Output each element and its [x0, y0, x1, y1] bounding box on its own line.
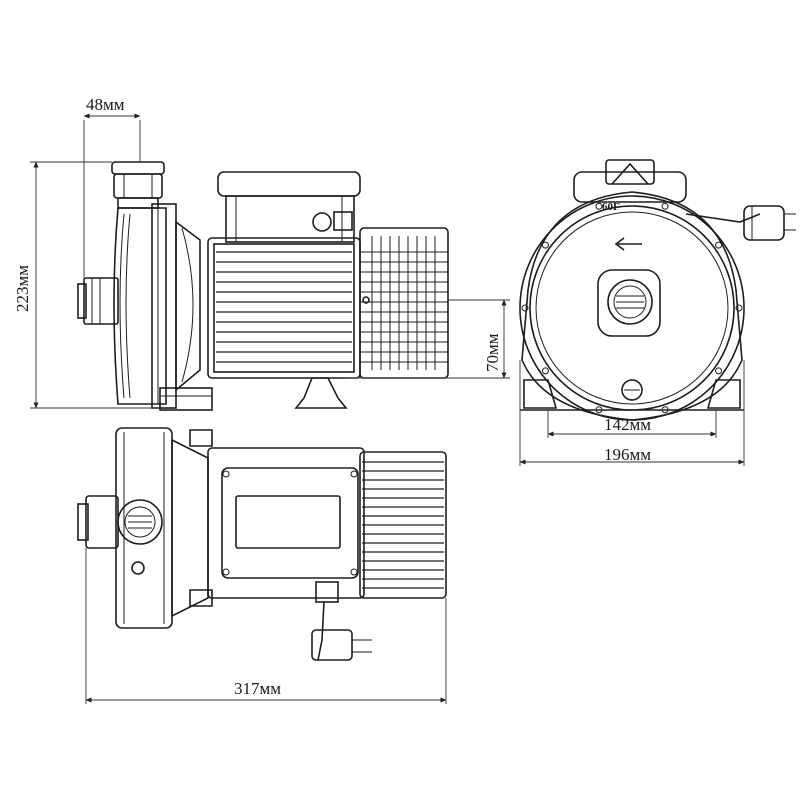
outlet-port	[111, 161, 165, 209]
front-view: 60Г	[519, 159, 796, 421]
front-bolts	[521, 202, 743, 414]
housing-bolt	[661, 202, 669, 210]
side-view	[77, 161, 449, 411]
housing-bolt	[661, 406, 669, 414]
motor-fins	[216, 251, 352, 363]
dim-foot-height: 70мм	[483, 333, 502, 372]
top-pump-housing	[77, 427, 213, 629]
dim-height: 223мм	[13, 265, 32, 312]
dimension-lines-length	[85, 548, 447, 704]
housing-bolt	[735, 304, 743, 312]
housing-bolt	[595, 406, 603, 414]
housing-bolt	[595, 202, 603, 210]
pump-housing	[77, 203, 213, 411]
housing-bolt	[715, 367, 723, 375]
housing-bolt	[715, 241, 723, 249]
housing-bolt	[541, 367, 549, 375]
top-motor	[207, 447, 447, 661]
top-fan-fins	[362, 461, 444, 589]
valve-mark: 60Г	[602, 201, 620, 213]
dim-total-length: 317мм	[234, 679, 281, 698]
dimension-lines-side	[30, 113, 510, 409]
top-view	[77, 427, 447, 661]
motor-body	[207, 171, 449, 409]
housing-bolt	[541, 241, 549, 249]
dim-total-width-front: 196мм	[604, 445, 651, 464]
housing-bolt	[521, 304, 529, 312]
dim-top-width: 48мм	[86, 95, 125, 114]
front-housing: 60Г	[519, 159, 796, 421]
dim-base-width: 142мм	[604, 415, 651, 434]
fan-cover-fins	[360, 236, 448, 370]
dimension-lines-front	[519, 360, 745, 466]
